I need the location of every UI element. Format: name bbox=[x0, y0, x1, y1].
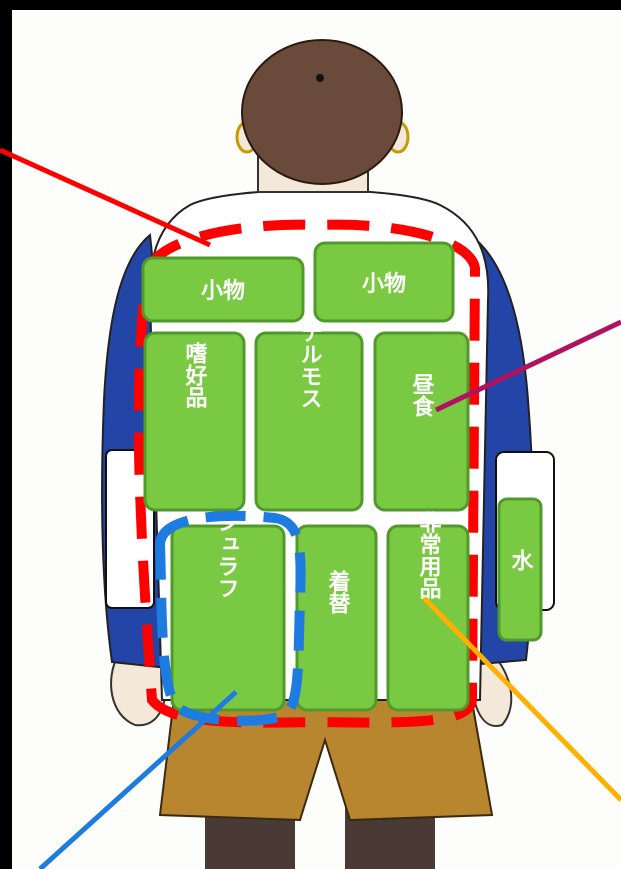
label-water: 水 bbox=[508, 549, 534, 572]
compartment-water: 水 bbox=[497, 497, 543, 642]
sleeping-bag-outline bbox=[154, 510, 306, 726]
label-small-1: 小物 bbox=[201, 278, 245, 304]
main-pack-outline bbox=[133, 219, 481, 728]
hair-whorl bbox=[316, 74, 324, 82]
head-hair bbox=[241, 39, 403, 185]
label-change-clothes: 着替 bbox=[325, 569, 352, 614]
compartment-hobby: 嗜好品 bbox=[143, 331, 246, 512]
compartment-change-clothes: 着替 bbox=[295, 524, 378, 712]
compartment-lunch: 昼食 bbox=[373, 331, 470, 512]
label-lunch: 昼食 bbox=[409, 373, 435, 418]
pointer-line-purple bbox=[434, 319, 621, 413]
label-emergency: 非常用品 bbox=[416, 511, 442, 599]
pointer-line-orange bbox=[422, 596, 621, 802]
label-hobby: 嗜好品 bbox=[182, 342, 209, 408]
label-small-2: 小物 bbox=[362, 271, 406, 297]
compartment-emergency: 非常用品 bbox=[386, 511, 470, 712]
compartment-thermos: テルモス bbox=[254, 321, 364, 512]
compartment-sleeping-bag: シュラフ bbox=[170, 511, 286, 712]
compartment-small-1: 小物 bbox=[141, 256, 305, 323]
pointer-line-blue bbox=[38, 690, 238, 869]
compartment-small-2: 小物 bbox=[313, 241, 455, 323]
label-thermos: テルモス bbox=[297, 321, 322, 409]
label-sleeping-bag: シュラフ bbox=[214, 511, 239, 599]
pointer-line-red bbox=[0, 147, 212, 248]
